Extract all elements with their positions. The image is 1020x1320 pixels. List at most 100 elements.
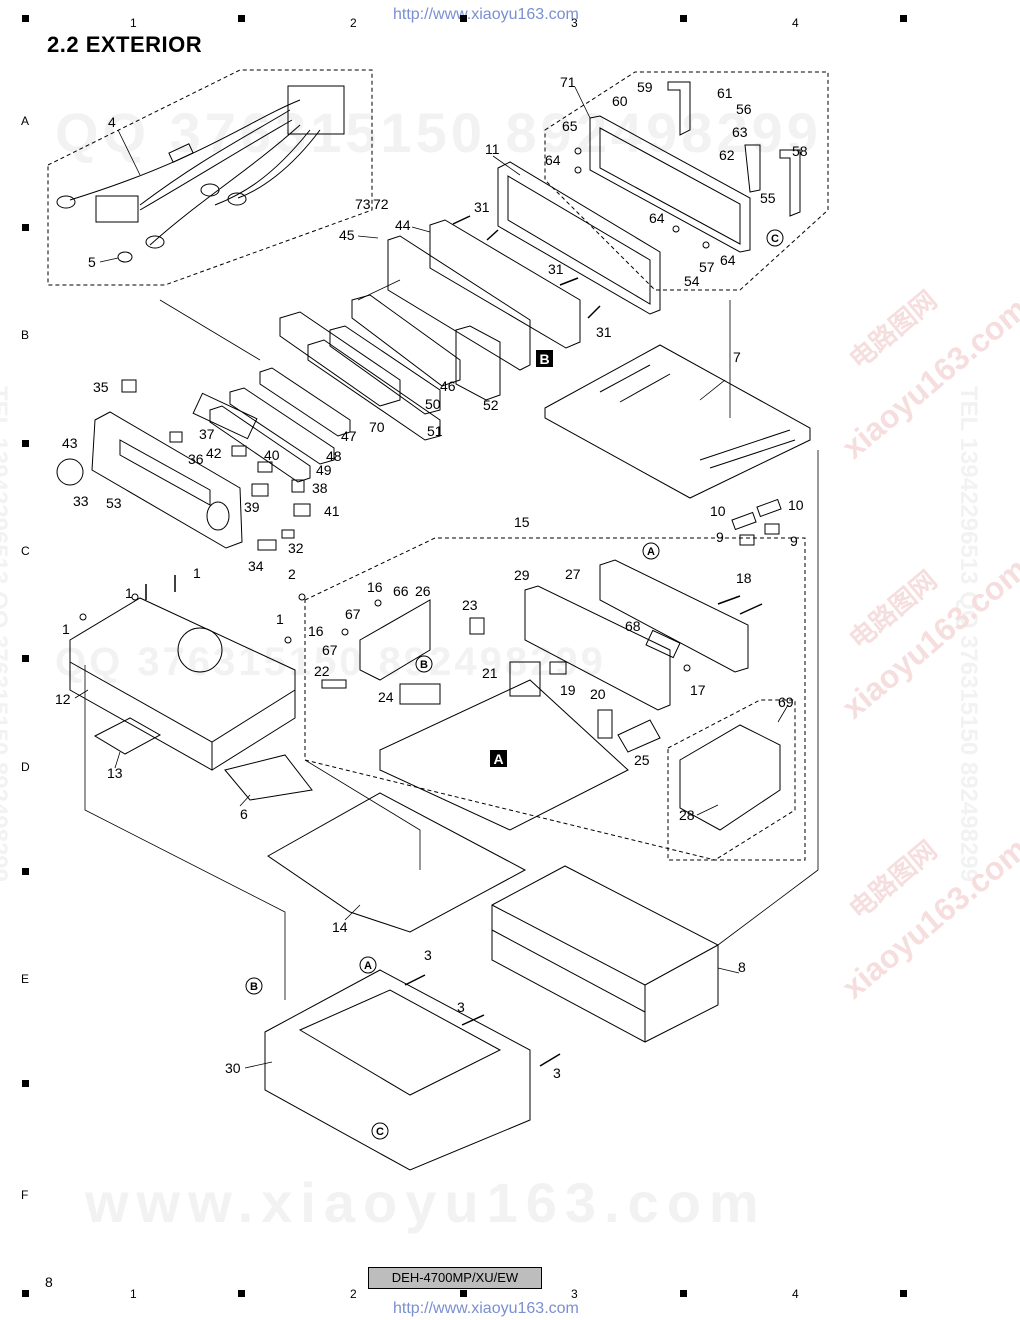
page-number: 8 [45,1274,53,1290]
part-36 [169,431,183,443]
section-ref-box-b [536,350,553,367]
edge-mark [22,440,29,447]
main-pcb [379,679,629,831]
column-number: 4 [792,16,799,30]
part-label: 35 [93,379,109,395]
harness-connector-small [95,195,139,223]
part-label: 73 [355,196,371,212]
part-label: 64 [720,252,736,268]
part-label: 57 [699,259,715,275]
part-label: 33 [73,493,89,509]
section-title: 2.2 EXTERIOR [47,32,203,57]
column-number: 4 [792,1287,799,1301]
front-frame-11 [497,161,661,315]
part-label: 18 [736,570,752,586]
part-9-left [739,534,755,546]
joystick-ring [206,501,230,531]
part-40 [257,461,273,473]
top-cover-7 [544,344,811,499]
callout-b-lower [245,977,263,995]
part-label: 3 [553,1065,561,1081]
edge-mark [460,1290,467,1297]
callout-c-lower-label: C [376,1126,384,1138]
lcd-48 [229,387,335,465]
part-label: 13 [107,765,123,781]
model-number-box: DEH-4700MP/XU/EW [368,1267,542,1289]
ic-21 [509,661,541,697]
screw-head [672,225,680,233]
case-8 [491,865,719,1043]
board-strip-52 [455,325,501,401]
frame-30 [264,969,531,1171]
part-label: 1 [193,565,201,581]
guide-line [159,299,261,361]
panel-bracket-59 [667,81,691,136]
bracket-27 [599,559,749,673]
edge-mark [22,15,29,22]
screw-head [683,664,691,672]
part-label: 46 [440,378,456,394]
part-label: 44 [395,217,411,233]
part-10-left [731,511,757,531]
part-34 [257,539,277,551]
front-panel-53 [91,411,243,549]
part-label: 3 [457,999,465,1015]
part-35 [121,379,137,393]
part-label: 2 [288,566,296,582]
callout-c-lower [371,1122,389,1140]
part-label: 60 [612,93,628,109]
footer-url-link[interactable]: http://www.xiaoyu163.com [393,1300,579,1317]
part-label: 29 [514,567,530,583]
chassis-plate-44 [429,219,581,349]
part-label: 40 [264,447,280,463]
column-number: 3 [571,16,578,30]
callout-a-lower-label: A [364,960,372,972]
part-label: 3 [424,947,432,963]
part-label: 12 [55,691,71,707]
part-label: 7 [733,349,741,365]
screw-head [574,147,582,155]
row-letter: B [21,328,30,342]
callout-c-upper [766,229,784,247]
screw-head [702,241,710,249]
part-label: 9 [790,533,798,549]
cd-mechanism-12 [69,597,296,743]
part-label: 1 [125,585,133,601]
part-label: 32 [288,540,304,556]
part-label: 48 [326,448,342,464]
header-url-link[interactable]: http://www.xiaoyu163.com [393,6,579,23]
part-41 [293,503,311,517]
guide-line [717,450,819,946]
column-number: 2 [350,1287,357,1301]
part-24 [399,683,441,705]
part-20 [597,709,613,739]
edge-mark [22,868,29,875]
plug-5 [117,251,133,263]
part-23 [469,617,485,635]
section-ref-a-label: A [493,751,503,767]
part-label: 10 [710,503,726,519]
callout-b-mid [415,655,433,673]
part-label: 58 [792,143,808,159]
part-label: 69 [778,694,794,710]
part-label: 67 [322,642,338,658]
cd-mechanism-side-2 [211,690,296,771]
edge-mark [22,1290,29,1297]
part-label: 52 [483,397,499,413]
screws [145,215,763,1067]
board-strip-50 [329,325,441,415]
part-22 [321,679,347,689]
part-label: 55 [760,190,776,206]
connector-68 [645,629,681,659]
part-label: 11 [485,141,500,157]
part-37 [192,392,258,440]
front-panel-display [119,439,211,506]
heatsink-29 [524,585,671,711]
board-strip-51 [307,339,441,441]
part-label: 9 [716,529,724,545]
frame-30-floor [298,989,502,1096]
bottom-shield-14 [267,792,527,933]
callout-a-lower [359,956,377,974]
screw-head [79,613,87,621]
part-label: 19 [560,682,576,698]
